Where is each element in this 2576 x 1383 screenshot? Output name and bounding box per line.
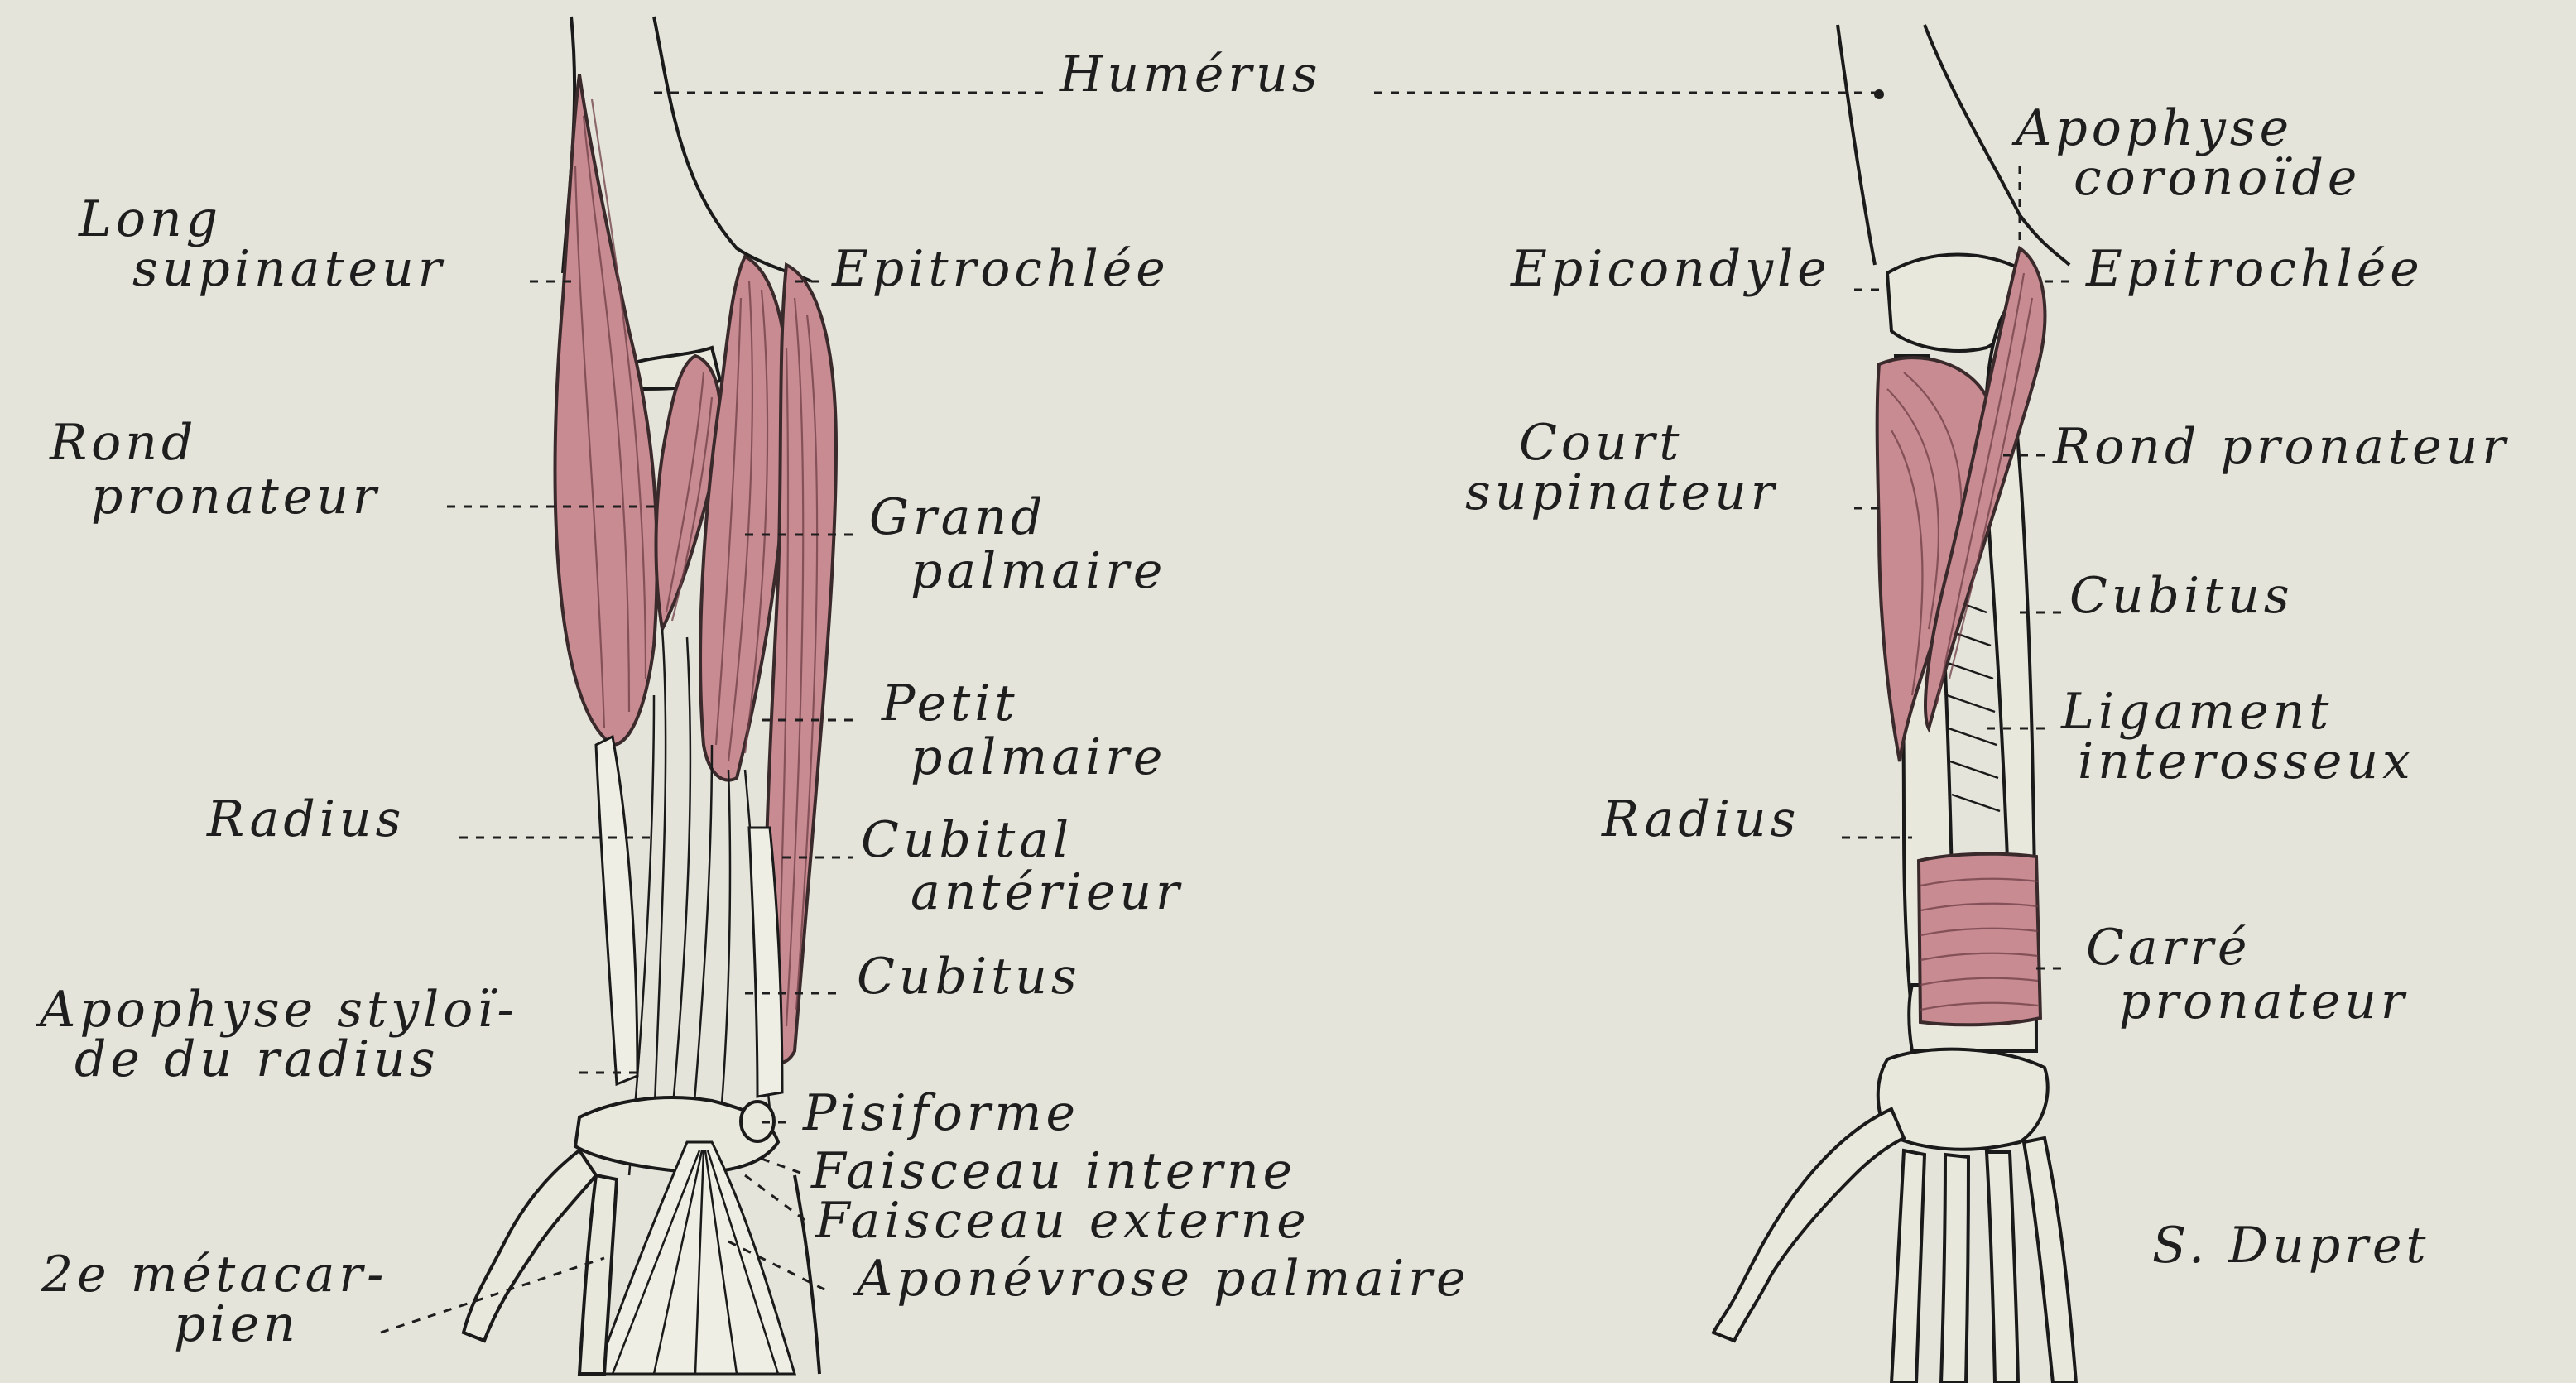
label-carre-pronateur-2: pronateur xyxy=(2119,972,2409,1030)
long-supinateur-muscle xyxy=(555,74,657,745)
right-finger-2 xyxy=(1941,1155,1968,1383)
right-forearm-figure xyxy=(1713,25,2076,1383)
label-rond-pronateur-2: pronateur xyxy=(91,468,381,526)
left-thumb-bones xyxy=(464,1150,596,1341)
right-finger-1 xyxy=(1891,1150,1925,1383)
label-grand-palmaire-2: palmaire xyxy=(911,542,1166,600)
label-petit-palmaire-1: Petit xyxy=(881,675,1019,732)
signature: S. Dupret xyxy=(2152,1217,2430,1275)
label-apophyse-styloide-2: de du radius xyxy=(74,1030,440,1088)
label-pisiforme: Pisiforme xyxy=(802,1084,1079,1142)
label-metacarpien-2: pien xyxy=(174,1295,300,1353)
label-court-supinateur-2: supinateur xyxy=(1465,463,1778,521)
label-epicondyle: Epicondyle xyxy=(1510,240,1831,298)
label-rond-pronateur-right: Rond pronateur xyxy=(2052,418,2510,476)
label-humerus: Humérus xyxy=(1059,46,1321,103)
label-grand-palmaire-1: Grand xyxy=(869,488,1046,546)
label-petit-palmaire-2: palmaire xyxy=(911,728,1166,786)
label-epitrochlee-left: Epitrochlée xyxy=(831,240,1170,298)
label-apophyse-coronoide-2: coronoïde xyxy=(2074,149,2361,207)
label-radius-left: Radius xyxy=(206,790,405,848)
label-cubitus-right: Cubitus xyxy=(2069,567,2294,625)
label-cubital-anterieur-2: antérieur xyxy=(911,863,1184,921)
label-cubital-anterieur-1: Cubital xyxy=(861,811,1073,869)
label-epitrochlee-right: Epitrochlée xyxy=(2085,240,2424,298)
right-thumb-bones xyxy=(1713,1109,1904,1341)
label-radius-right: Radius xyxy=(1601,790,1800,848)
label-aponevrose-palmaire: Aponévrose palmaire xyxy=(853,1250,1470,1308)
label-long-supinateur-2: supinateur xyxy=(132,240,445,298)
left-forearm-figure xyxy=(464,17,836,1374)
label-carre-pronateur-1: Carré xyxy=(2086,919,2252,977)
label-rond-pronateur-1: Rond xyxy=(49,414,197,472)
right-finger-3 xyxy=(1987,1152,2018,1383)
label-faisceau-externe: Faisceau externe xyxy=(815,1192,1310,1250)
right-finger-4 xyxy=(2024,1138,2076,1383)
label-cubitus-left: Cubitus xyxy=(857,948,1081,1006)
left-radius-shaft xyxy=(596,737,637,1084)
label-ligament-interosseux-2: interosseux xyxy=(2078,732,2415,790)
